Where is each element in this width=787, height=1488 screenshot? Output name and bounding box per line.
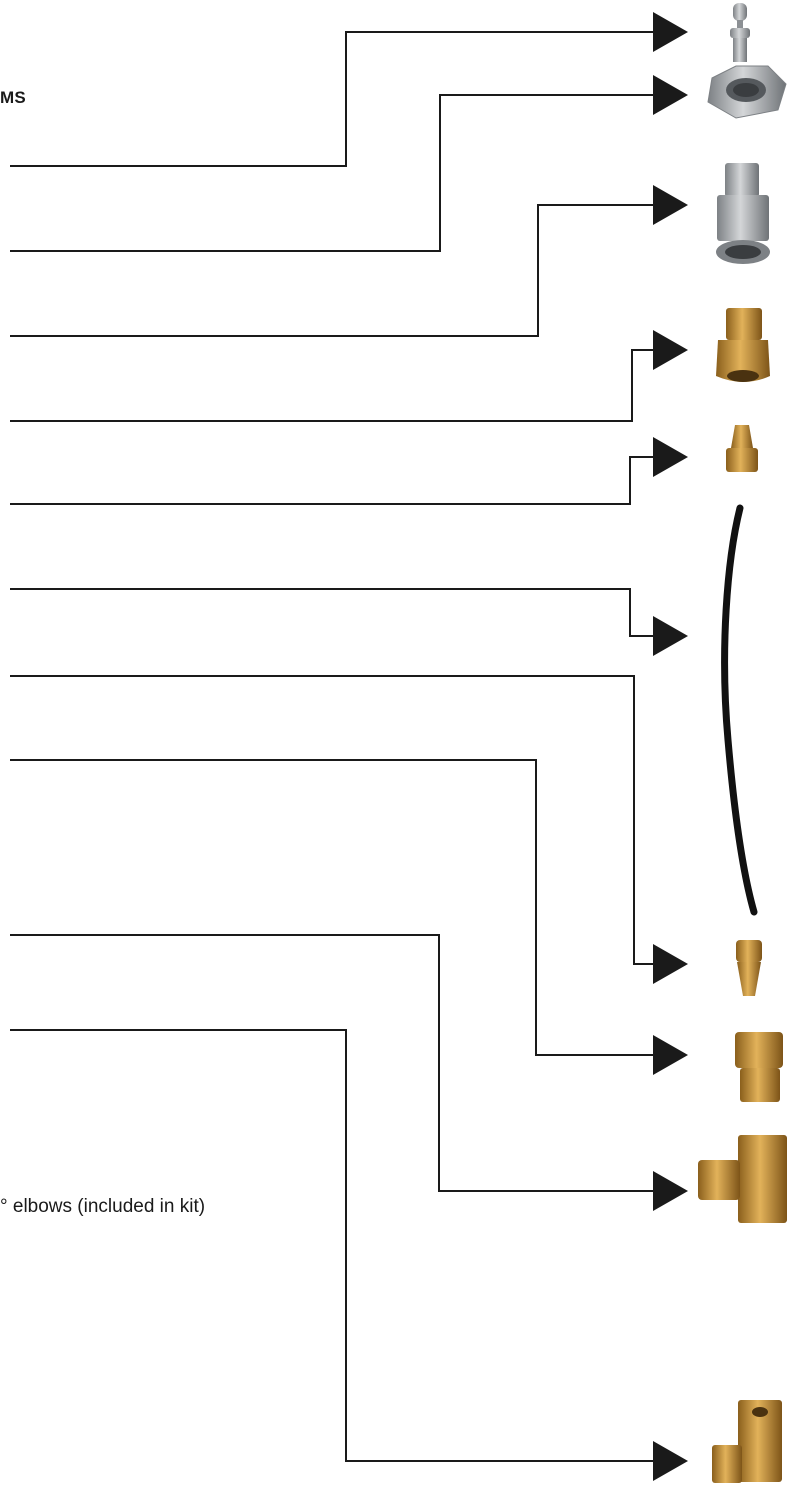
note-text: ° elbows (included in kit) — [0, 1196, 206, 1217]
leader-line-10 — [10, 1029, 655, 1462]
arrowhead-7 — [653, 944, 688, 984]
arrowhead-5 — [653, 437, 688, 477]
brass-elbow-large-image — [698, 1135, 787, 1223]
brass-elbow-small-image — [712, 1400, 782, 1483]
arrowhead-6 — [653, 616, 688, 656]
arrowhead-9 — [653, 1171, 688, 1211]
brass-flare-fitting-image — [726, 425, 758, 472]
leader-line-3 — [10, 204, 655, 337]
arrowheads — [653, 12, 688, 1481]
arrowhead-3 — [653, 185, 688, 225]
leader-line-4 — [10, 349, 655, 422]
small-brass-fitting-image — [736, 940, 762, 996]
leader-line-8 — [10, 759, 655, 1056]
black-tubing-image — [721, 504, 758, 916]
arrowhead-2 — [653, 75, 688, 115]
steel-adapter-image — [716, 163, 770, 264]
leader-line-2 — [10, 94, 655, 252]
leader-line-9 — [10, 934, 655, 1192]
hex-nut-image — [707, 65, 787, 119]
leader-line-6 — [10, 588, 655, 637]
arrowhead-10 — [653, 1441, 688, 1481]
grease-fitting-image — [730, 3, 750, 62]
leader-line-7 — [10, 675, 655, 965]
arrowhead-8 — [653, 1035, 688, 1075]
leader-line-5 — [10, 456, 655, 505]
brass-hex-connector-image — [735, 1032, 783, 1102]
arrowhead-1 — [653, 12, 688, 52]
brass-connector-image — [716, 308, 770, 382]
leader-lines — [10, 31, 655, 1462]
arrowhead-4 — [653, 330, 688, 370]
leader-line-1 — [10, 31, 655, 167]
heading-fragment: MS — [0, 88, 26, 107]
